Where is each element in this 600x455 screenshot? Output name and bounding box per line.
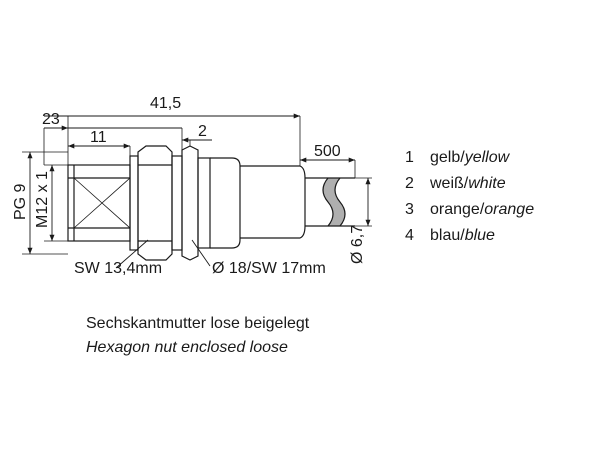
dim-wrench-front: SW 13,4mm [74, 260, 162, 277]
legend-en: yellow [464, 149, 511, 166]
dim-cable-diameter: Ø 6,7 [349, 225, 366, 264]
legend-number: 3 [405, 201, 414, 218]
legend-label: gelb/yellow [430, 149, 511, 166]
legend-item: 1 gelb/yellow [405, 149, 511, 166]
leader-sw13 [115, 239, 149, 269]
strain-relief [240, 165, 306, 239]
legend-en: blue [465, 227, 495, 244]
dim-wrench-rear: Ø 18/SW 17mm [212, 260, 326, 277]
dim-m12-thread: M12 x 1 [34, 171, 51, 228]
dim-pg-thread: PG 9 [12, 183, 29, 220]
front-hex-body [67, 164, 131, 242]
note-english: Hexagon nut enclosed loose [86, 339, 288, 356]
rear-flange [181, 145, 199, 261]
connector-outline [67, 145, 355, 261]
rear-body-step [197, 157, 211, 249]
legend-de: blau/ [430, 227, 465, 244]
leader-sw17 [191, 239, 211, 267]
legend-de: weiß/ [429, 175, 469, 192]
dim-front-length: 23 [42, 111, 60, 128]
wire-legend: 1 gelb/yellow 2 weiß/white 3 orange/oran… [405, 149, 534, 244]
dim-cable-length: 500 [314, 143, 341, 160]
legend-item: 3 orange/orange [405, 201, 534, 218]
front-collar [129, 155, 139, 251]
rear-body [210, 157, 241, 249]
legend-item: 4 blau/blue [405, 227, 495, 244]
dim-thread-length: 11 [90, 129, 107, 146]
legend-number: 1 [405, 149, 414, 166]
legend-de: orange/ [430, 201, 485, 218]
cable-break-right [334, 177, 346, 227]
legend-item: 2 weiß/white [405, 175, 506, 192]
legend-de: gelb/ [430, 149, 465, 166]
legend-label: blau/blue [430, 227, 495, 244]
dim-gap: 2 [198, 123, 207, 140]
hex-nut [137, 145, 173, 261]
legend-label: orange/orange [430, 201, 534, 218]
legend-en: orange [484, 201, 534, 218]
legend-label: weiß/white [429, 175, 506, 192]
cable-break-left [322, 177, 334, 227]
cable-hatch [323, 178, 345, 226]
note-german: Sechskantmutter lose beigelegt [86, 315, 310, 332]
legend-number: 4 [405, 227, 414, 244]
dimension-lines [27, 113, 371, 254]
legend-number: 2 [405, 175, 414, 192]
dim-total-length: 41,5 [150, 95, 181, 112]
legend-en: white [468, 175, 505, 192]
leader-lines [115, 239, 211, 269]
washer [171, 155, 183, 251]
